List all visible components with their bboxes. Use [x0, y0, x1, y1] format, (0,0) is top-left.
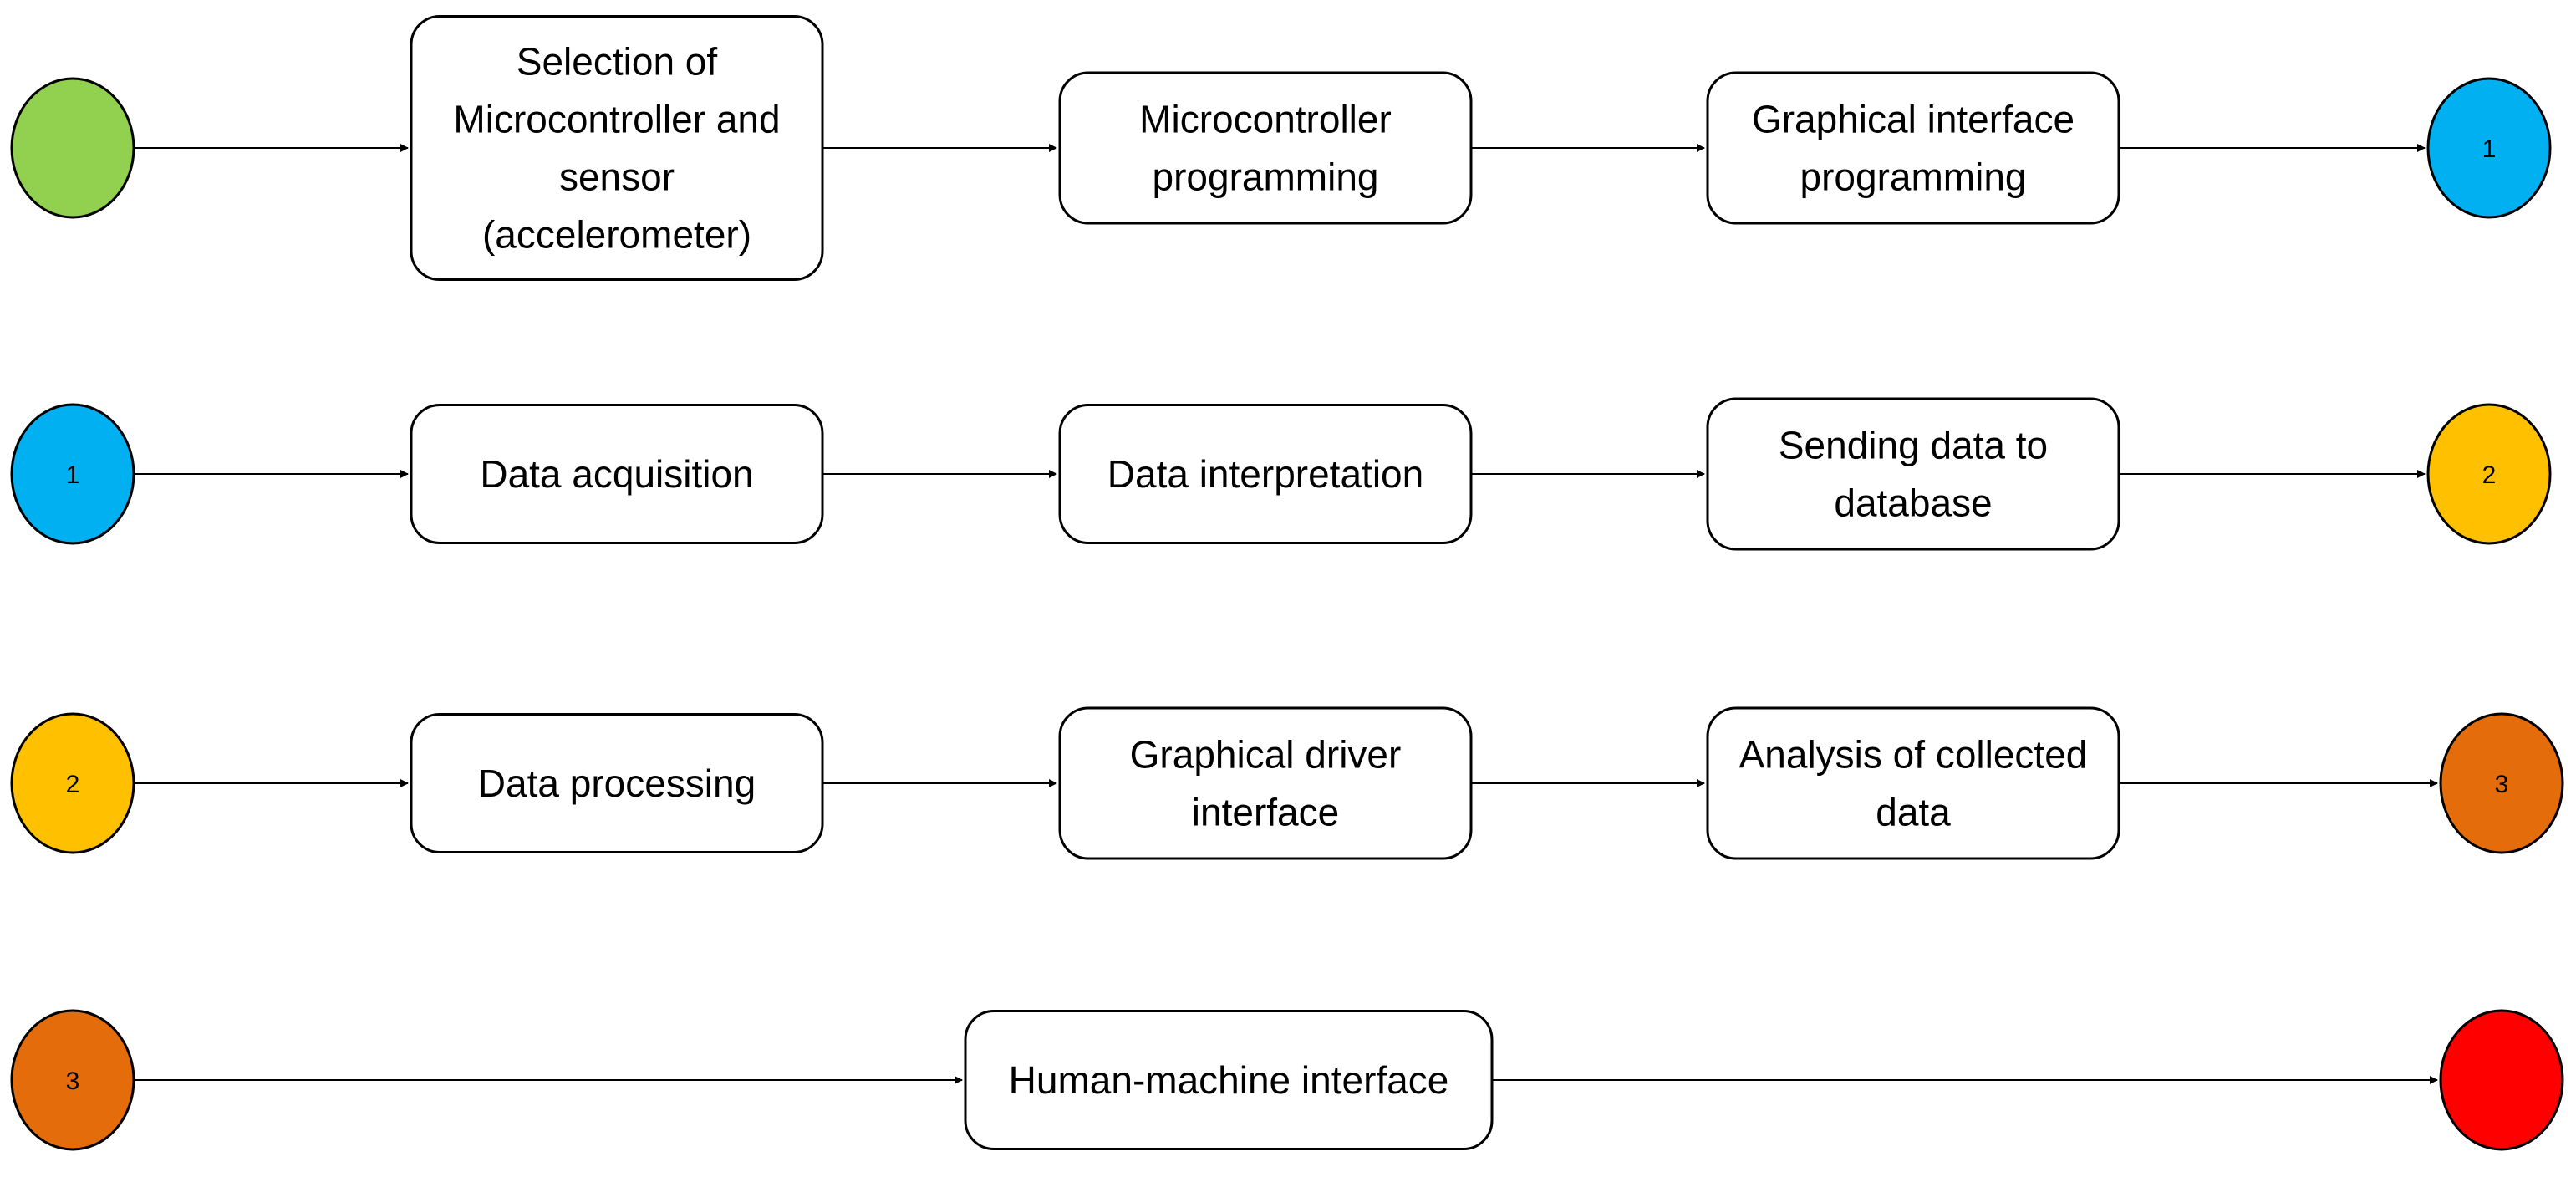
process-step: Data processing — [410, 713, 824, 853]
connector-node-3-in-shape — [10, 1009, 135, 1151]
process-step-line: programming — [1153, 155, 1379, 199]
process-step-line: Graphical driver — [1130, 733, 1402, 777]
connector-node-2-in: 2 — [10, 712, 135, 854]
connector-node-1-in-shape — [10, 403, 135, 545]
connector-node-1-out: 1 — [2426, 77, 2552, 219]
process-step-shape — [1706, 71, 2120, 225]
process-step: Selection of Microcontroller and sensor (ac… — [410, 15, 824, 281]
process-step-shape — [1058, 404, 1473, 544]
process-step: Microcontroller programming — [1058, 71, 1473, 225]
process-step-line: Analysis of collected — [1739, 733, 2088, 777]
process-step-shape — [1058, 706, 1473, 860]
connector-node-3-in-label: 3 — [66, 1067, 80, 1095]
process-step-line: data — [1876, 791, 1951, 834]
connector-node-2-out-label: 2 — [2482, 461, 2497, 489]
process-step: Data interpretation — [1058, 404, 1473, 544]
process-step-line: Microcontroller and — [453, 98, 780, 141]
process-step: Analysis of collected data — [1706, 706, 2120, 860]
process-step-line: (accelerometer) — [482, 213, 751, 257]
process-step-line: Data interpretation — [1107, 452, 1423, 496]
process-step-shape — [410, 713, 824, 853]
connector-node-3-out-label: 3 — [2495, 771, 2509, 798]
process-step-line: interface — [1192, 791, 1339, 834]
start-node — [10, 77, 135, 219]
connector-node-2-in-label: 2 — [66, 771, 80, 798]
connector-node-2-out-shape — [2426, 403, 2552, 545]
process-step-shape — [1058, 71, 1473, 225]
end-node-shape — [2439, 1009, 2564, 1151]
process-step-line: Human-machine interface — [1009, 1058, 1449, 1102]
process-step-line: programming — [1800, 155, 2027, 199]
connector-node-3-out-shape — [2439, 712, 2564, 854]
end-node — [2439, 1009, 2564, 1151]
connector-node-3-out: 3 — [2439, 712, 2564, 854]
connector-node-1-out-shape — [2426, 77, 2552, 219]
start-node-shape — [10, 77, 135, 219]
connector-node-3-in: 3 — [10, 1009, 135, 1151]
process-step-line: Sending data to — [1779, 424, 2048, 467]
process-step: Graphical driver interface — [1058, 706, 1473, 860]
process-step: Human-machine interface — [964, 1010, 1494, 1150]
process-step: Data acquisition — [410, 404, 824, 544]
process-step-shape — [1706, 706, 2120, 860]
process-step-line: Data acquisition — [480, 452, 753, 496]
connector-node-1-in-label: 1 — [66, 461, 80, 489]
process-step-line: Microcontroller — [1139, 98, 1392, 141]
process-step-shape — [1706, 397, 2120, 551]
connector-node-2-in-shape — [10, 712, 135, 854]
process-step-line: database — [1834, 482, 1992, 525]
process-step-line: Graphical interface — [1752, 98, 2075, 141]
connector-node-2-out: 2 — [2426, 403, 2552, 545]
process-step-shape — [964, 1010, 1494, 1150]
process-step: Graphical interface programming — [1706, 71, 2120, 225]
connector-node-1-in: 1 — [10, 403, 135, 545]
process-step-line: Data processing — [478, 762, 756, 805]
process-step-shape — [410, 15, 824, 281]
connector-node-1-out-label: 1 — [2482, 135, 2497, 163]
process-step-line: Selection of — [517, 40, 718, 84]
process-step-shape — [410, 404, 824, 544]
process-step-line: sensor — [559, 155, 675, 199]
process-step: Sending data to database — [1706, 397, 2120, 551]
